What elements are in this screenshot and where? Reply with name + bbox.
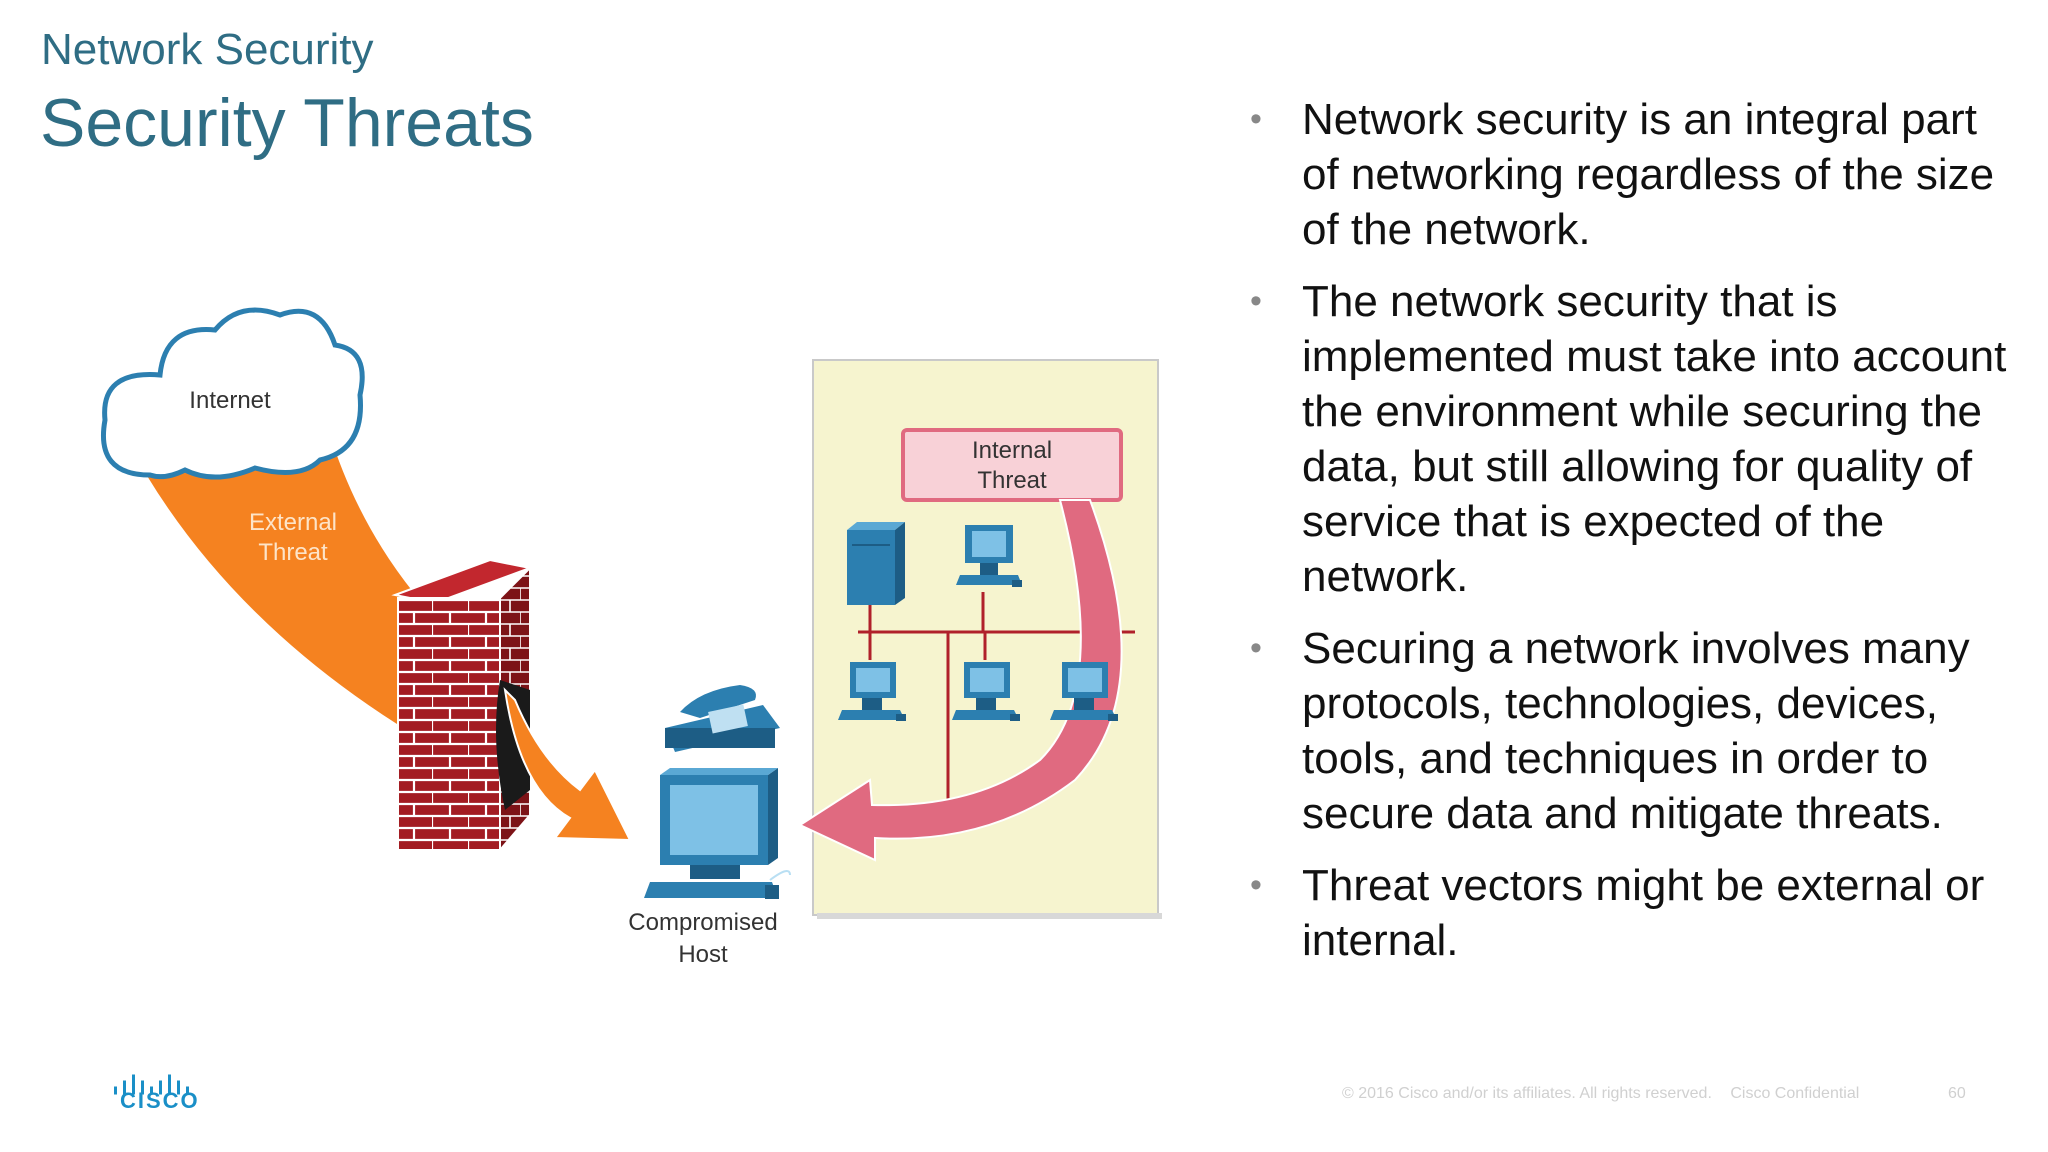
confidential-text: Cisco Confidential bbox=[1730, 1085, 1860, 1102]
internet-cloud-icon bbox=[101, 307, 365, 480]
network-threat-diagram: Internet External Threat Internal Threat bbox=[101, 307, 1162, 968]
breach-arrow bbox=[503, 687, 632, 842]
compromised-host-icon bbox=[644, 768, 791, 899]
copyright-text: © 2016 Cisco and/or its affiliates. All … bbox=[1342, 1085, 1712, 1102]
internal-threat-box bbox=[901, 428, 1123, 502]
compromised-host-label-1: Compromised bbox=[628, 909, 777, 936]
firewall-icon bbox=[391, 558, 534, 853]
bullet-dot: • bbox=[1250, 866, 1262, 904]
page-number: 60 bbox=[1948, 1085, 1966, 1102]
compromised-host-label-2: Host bbox=[678, 941, 728, 968]
external-threat-label-1: External bbox=[249, 509, 337, 536]
bullet-item: • The network security that is implemente… bbox=[1250, 274, 2010, 604]
bullet-dot: • bbox=[1250, 282, 1262, 320]
internal-threat-label-1: Internal bbox=[972, 437, 1052, 464]
bullet-dot: • bbox=[1250, 100, 1262, 138]
bullet-text: Network security is an integral part of … bbox=[1302, 95, 1995, 254]
internal-threat-label-2: Threat bbox=[977, 467, 1047, 494]
workstation-icon bbox=[1050, 662, 1118, 721]
bullet-item: • Network security is an integral part of… bbox=[1250, 92, 2010, 257]
cisco-bars-icon bbox=[114, 1074, 189, 1095]
page-title: Security Threats bbox=[40, 85, 534, 161]
cisco-logo-text: CISCO bbox=[120, 1088, 200, 1113]
section-title: Network Security bbox=[41, 25, 374, 74]
bullet-text: Securing a network involves many protoco… bbox=[1302, 624, 1970, 838]
footer: © 2016 Cisco and/or its affiliates. All … bbox=[1342, 1085, 1873, 1103]
internet-label: Internet bbox=[189, 387, 271, 414]
bullet-text: Threat vectors might be external or inte… bbox=[1302, 861, 1985, 965]
bullet-text: The network security that is implemented… bbox=[1302, 277, 2007, 601]
ip-phone-icon bbox=[665, 685, 780, 752]
workstation-icon bbox=[952, 662, 1020, 721]
workstation-icon bbox=[838, 662, 906, 721]
bullet-list: • Network security is an integral part of… bbox=[1250, 92, 2010, 985]
external-threat-label-2: Threat bbox=[258, 539, 328, 566]
server-icon bbox=[847, 522, 905, 605]
bullet-dot: • bbox=[1250, 629, 1262, 667]
bullet-item: • Securing a network involves many protoc… bbox=[1250, 621, 2010, 841]
workstation-icon bbox=[956, 525, 1022, 587]
bullet-item: • Threat vectors might be external or int… bbox=[1250, 858, 2010, 968]
